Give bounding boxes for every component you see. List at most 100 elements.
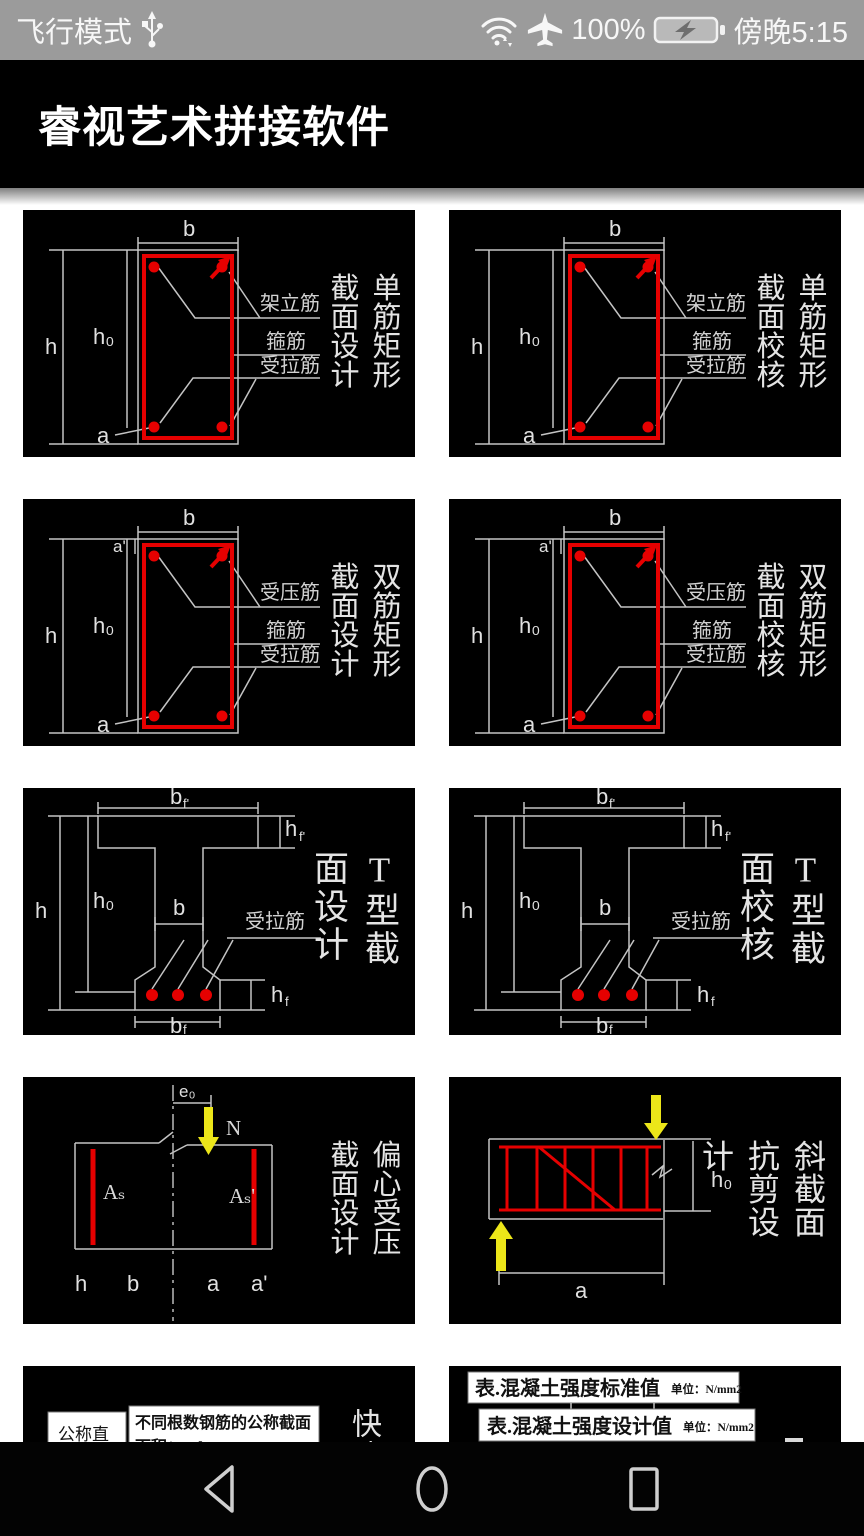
label-stirrup: 箍筋: [266, 619, 306, 642]
label-h0: h₀: [711, 1167, 732, 1192]
card-eccentric-compression-design[interactable]: e₀ N Aₛ Aₛ' h b a a' 偏心受压截面设计: [23, 1077, 415, 1324]
table-col2-line1: 不同根数钢筋的公称截面: [135, 1413, 311, 1432]
label-a: a: [97, 423, 110, 448]
label-tension-bar: 受拉筋: [671, 910, 731, 933]
rebar-table-preview: 公称直 不同根数钢筋的公称截面 面积/mm²: [47, 1405, 320, 1447]
label-b: b: [173, 895, 185, 920]
label-stirrup: 箍筋: [692, 330, 732, 353]
dimension-lines: [49, 526, 320, 734]
card-t-section-design[interactable]: b f' h f' h h₀ b 受拉筋 h f b f T型截面设计: [23, 788, 415, 1035]
diagram-grid: b h h₀ a 架立筋 箍筋 受拉筋 单筋矩形截面设计: [0, 205, 864, 1447]
label-a-prime: a': [539, 537, 552, 556]
card-rect-single-check[interactable]: b h h₀ a 架立筋 箍筋 受拉筋 单筋矩形截面校核: [449, 210, 841, 457]
label-hf-top: h: [285, 816, 297, 841]
label-h: h: [45, 334, 57, 359]
label-h: h: [75, 1271, 87, 1296]
card-t-section-check[interactable]: b f' h f' h h₀ b 受拉筋 h f b f T型截面校核: [449, 788, 841, 1035]
label-As: Aₛ: [103, 1180, 125, 1204]
label-bf-bottom-sub: f: [609, 1022, 613, 1035]
label-tension-bar: 受拉筋: [260, 354, 320, 377]
label-bf-bottom: b: [170, 1013, 182, 1035]
t-section-diagram: b f' h f' h h₀ b 受拉筋 h f b f: [461, 788, 747, 1035]
back-button[interactable]: [190, 1459, 250, 1519]
label-tension-bar: 受拉筋: [260, 643, 320, 666]
label-hf-bottom: h: [697, 982, 709, 1007]
label-h0: h₀: [93, 613, 114, 638]
label-h: h: [471, 334, 483, 359]
battery-percent: 100%: [571, 13, 646, 46]
card-concrete-strength-tables[interactable]: 表.混凝土强度标准值 单位：N/mm2 表.混凝土强度设计值 单位：N/mm2: [449, 1366, 841, 1447]
rect-section-diagram: b h h₀ a 架立筋 箍筋 受拉筋: [45, 216, 320, 448]
beam-outline: [488, 1138, 711, 1285]
label-h0: h₀: [519, 324, 540, 349]
label-a: a: [523, 712, 536, 737]
label-h0: h₀: [519, 613, 540, 638]
card-shear-design[interactable]: h₀ a 斜截面抗剪设计: [449, 1077, 841, 1324]
label-hanger-bar: 架立筋: [686, 292, 746, 315]
stirrup-ladder: [499, 1145, 661, 1212]
table-banner: [467, 1371, 740, 1404]
table-col1-label: 公称直: [58, 1425, 109, 1444]
label-h0: h₀: [93, 888, 114, 913]
label-hf-bottom: h: [271, 982, 283, 1007]
table2-unit: 单位：N/mm2: [683, 1420, 754, 1434]
reaction-arrow-up: [489, 1221, 513, 1271]
t-section-diagram: b f' h f' h h₀ b 受拉筋 h f b f: [35, 788, 321, 1035]
label-bf-top-sub: f': [609, 796, 615, 811]
label-h0: h₀: [519, 888, 540, 913]
battery-charging-icon: [653, 16, 725, 44]
card-title: 单筋矩形截面设计: [326, 271, 400, 388]
airplane-icon: [528, 12, 563, 47]
label-b: b: [609, 505, 621, 530]
label-hf-bottom-sub: f: [285, 994, 289, 1009]
label-b: b: [127, 1271, 139, 1296]
card-title: T型截面校核: [735, 849, 825, 968]
card-rect-double-design[interactable]: b a' h h₀ a 受压筋 箍筋 受拉筋 双筋矩形截面设计: [23, 499, 415, 746]
dimension-lines: [475, 526, 746, 734]
table-grid-lines: [570, 1403, 655, 1409]
status-time: 傍晚5:15: [733, 17, 848, 49]
recent-apps-button[interactable]: [614, 1459, 674, 1519]
eccentric-section-diagram: e₀ N Aₛ Aₛ' h b a a': [74, 1082, 273, 1321]
card-title: 单筋矩形截面校核: [752, 271, 826, 388]
wifi-icon: [481, 17, 517, 47]
home-icon: [416, 1466, 448, 1512]
stirrup-hook-arrow: [635, 545, 657, 569]
label-tension-bar: 受拉筋: [245, 910, 305, 933]
navigation-bar: [0, 1442, 864, 1536]
rect-section-diagram: b h h₀ a 架立筋 箍筋 受拉筋: [471, 216, 746, 448]
label-hf-bottom-sub: f: [711, 994, 715, 1009]
card-rebar-area-table[interactable]: 公称直 不同根数钢筋的公称截面 面积/mm² 快速: [23, 1366, 415, 1447]
label-As-prime: Aₛ': [229, 1184, 255, 1208]
dimension-lines: [48, 802, 321, 1028]
label-b: b: [183, 216, 195, 241]
table-cell: [47, 1411, 127, 1447]
card-title: 斜截面抗剪设计: [698, 1138, 826, 1238]
shear-beam-diagram: h₀ a: [488, 1095, 732, 1303]
load-arrow-down: [644, 1095, 668, 1140]
label-tension-bar: 受拉筋: [686, 643, 746, 666]
label-compression-bar: 受压筋: [686, 581, 746, 604]
label-bf-top: b: [596, 788, 608, 809]
label-b: b: [599, 895, 611, 920]
home-button[interactable]: [402, 1459, 462, 1519]
card-title: 双筋矩形截面设计: [326, 560, 400, 677]
app-title: 睿视艺术拼接软件: [38, 104, 390, 152]
card-rect-single-design[interactable]: b h h₀ a 架立筋 箍筋 受拉筋 单筋矩形截面设计: [23, 210, 415, 457]
label-a: a: [575, 1278, 588, 1303]
back-icon: [204, 1465, 234, 1513]
label-b: b: [609, 216, 621, 241]
label-a: a: [207, 1271, 220, 1296]
label-b: b: [183, 505, 195, 530]
stirrup-hook-arrow: [635, 256, 657, 280]
label-N: N: [226, 1116, 241, 1140]
usb-icon: [142, 11, 164, 48]
label-hf-top-sub: f': [725, 829, 731, 844]
label-bf-bottom-sub: f: [183, 1022, 187, 1035]
card-title: 双筋矩形截面校核: [752, 560, 826, 677]
titlebar-shadow: [0, 188, 864, 205]
clipped-title-fragment: [785, 1438, 803, 1442]
table2-title: 表.混凝土强度设计值: [487, 1414, 672, 1438]
table-banner: [478, 1408, 756, 1442]
card-rect-double-check[interactable]: b a' h h₀ a 受压筋 箍筋 受拉筋 双筋矩形截面校核: [449, 499, 841, 746]
